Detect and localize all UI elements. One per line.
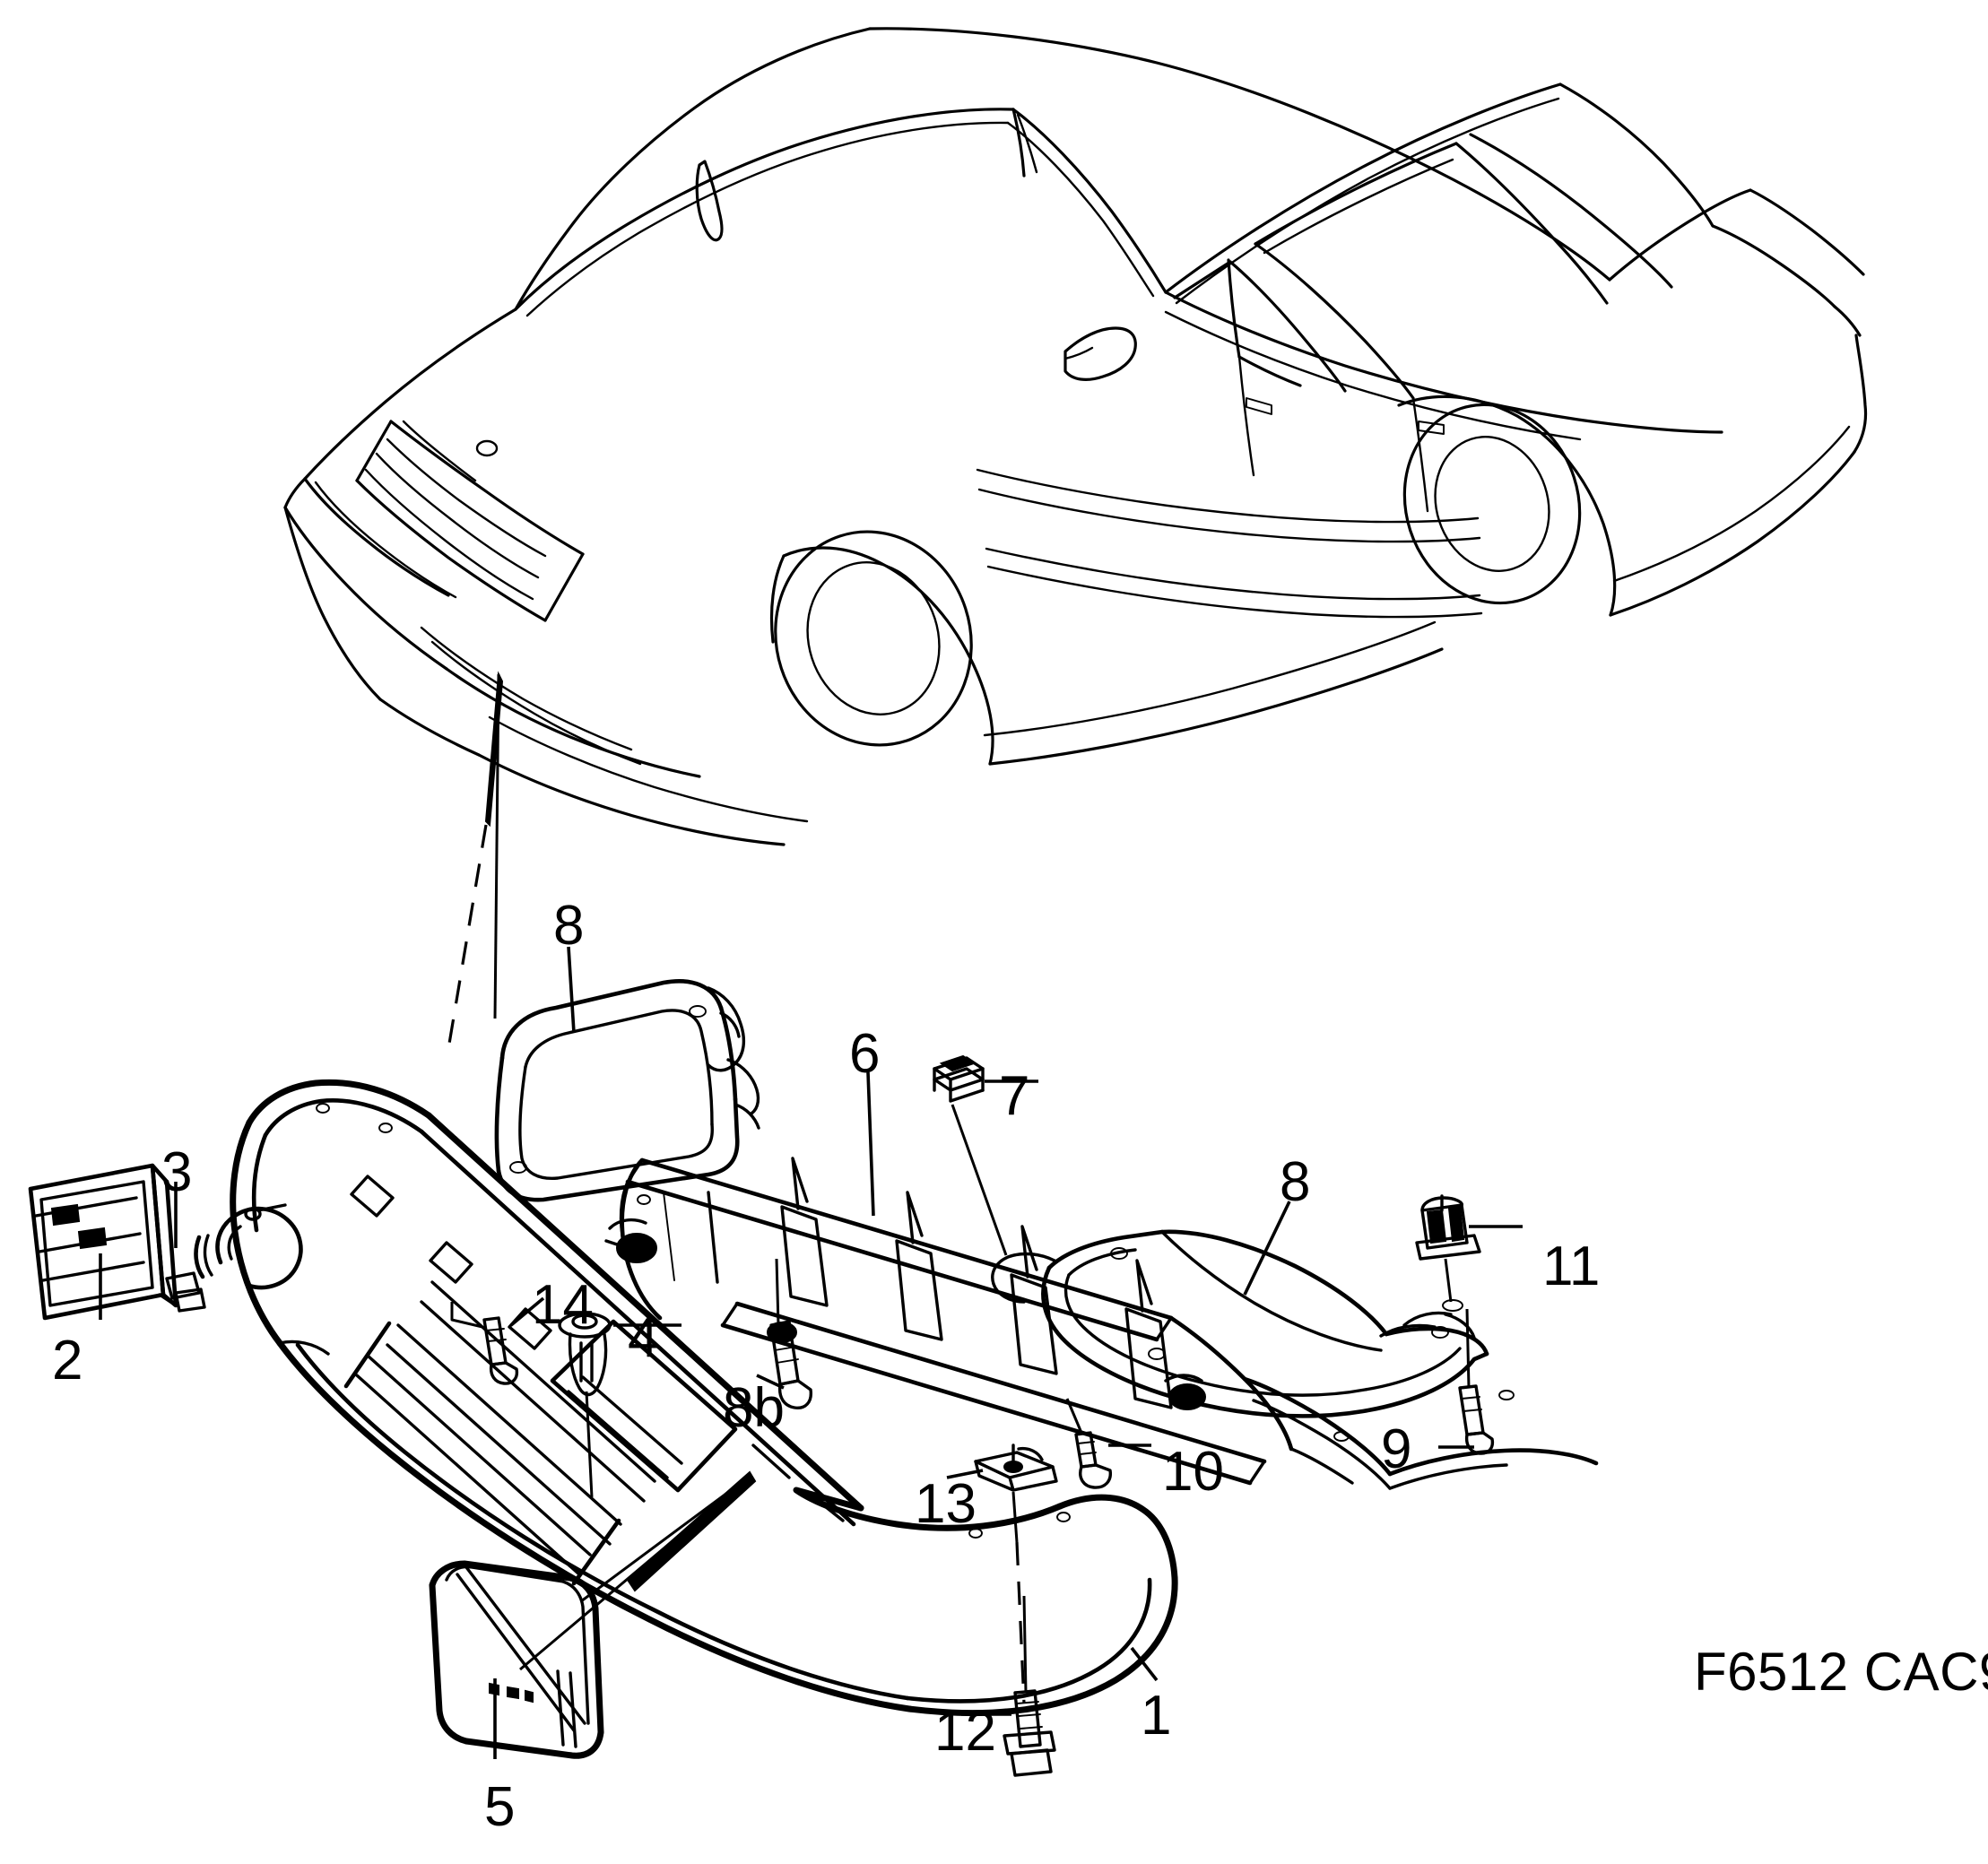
part-3-retaining-clip	[194, 1203, 303, 1290]
part-15-valance-screw	[450, 1302, 519, 1385]
callout-number-4: 4	[628, 1307, 659, 1369]
part-14-speed-nut-plate	[974, 1444, 1058, 1704]
diagram-reference-code: F6512 CAC94	[1694, 1642, 1988, 1702]
callout-number-15: 14	[532, 1274, 594, 1336]
part-5-rubber-pad-insert	[429, 1470, 757, 1759]
callout-number-3: 3	[161, 1141, 193, 1203]
part-6-bumper-impact-beam	[604, 1157, 1599, 1490]
callout-number-14: 13	[915, 1473, 977, 1535]
part-10-splash-shield-screw	[1458, 1308, 1495, 1455]
part-9-beam-mounting-screw	[769, 1258, 812, 1409]
callout-number-9: 8b	[723, 1377, 785, 1439]
callout-number-13: 12	[934, 1701, 996, 1763]
part-8-splash-shield-left	[494, 979, 760, 1205]
callout-number-5: 5	[484, 1776, 516, 1838]
vehicle-line-art	[283, 27, 1868, 846]
part-7-spring-nut-clip	[933, 1054, 1008, 1256]
callout-number-8-right: 8	[1280, 1151, 1311, 1213]
part-12-push-in-fastener	[1415, 1194, 1481, 1312]
callout-number-12: 11	[1542, 1235, 1601, 1297]
callout-number-1: 1	[1141, 1685, 1172, 1747]
callout-number-10: 9	[1381, 1418, 1412, 1480]
callout-number-7: 7	[999, 1065, 1030, 1127]
part-13-hex-flange-bolt	[1003, 1595, 1056, 1777]
callout-leaders	[99, 946, 1523, 1759]
part-11-valance-bolt	[1065, 1398, 1112, 1489]
part-8-splash-shield-right	[991, 1229, 1489, 1418]
callout-number-8-left: 8	[553, 895, 585, 957]
part-2-end-bracket	[28, 1163, 206, 1321]
callout-number-2: 2	[52, 1330, 83, 1391]
vehicle-to-assembly-leader	[447, 671, 504, 1050]
part-4-plastic-push-rivet	[558, 1312, 612, 1498]
callout-number-11: 10	[1162, 1441, 1224, 1503]
callout-number-6: 6	[849, 1023, 881, 1085]
